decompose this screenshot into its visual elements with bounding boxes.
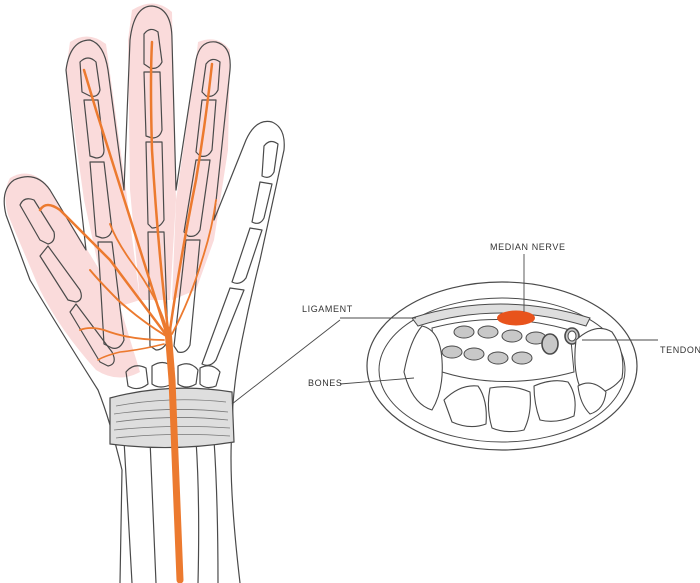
median-nerve-branches: [38, 40, 217, 583]
ligament-arch: [411, 303, 591, 327]
bones-label: BONES: [308, 378, 343, 388]
carpal-bones-section: [403, 325, 624, 433]
wrist-cross-section: [366, 281, 638, 451]
median-nerve-section: [497, 310, 535, 326]
median-nerve-label: MEDIAN NERVE: [490, 242, 566, 252]
tendons-label: TENDONS: [660, 345, 700, 355]
flexor-tendons: [441, 325, 580, 365]
leader-lines: [231, 254, 658, 405]
ligament-label: LIGAMENT: [302, 304, 353, 314]
hand-illustration: [3, 3, 285, 583]
hand-outline: [3, 5, 285, 583]
